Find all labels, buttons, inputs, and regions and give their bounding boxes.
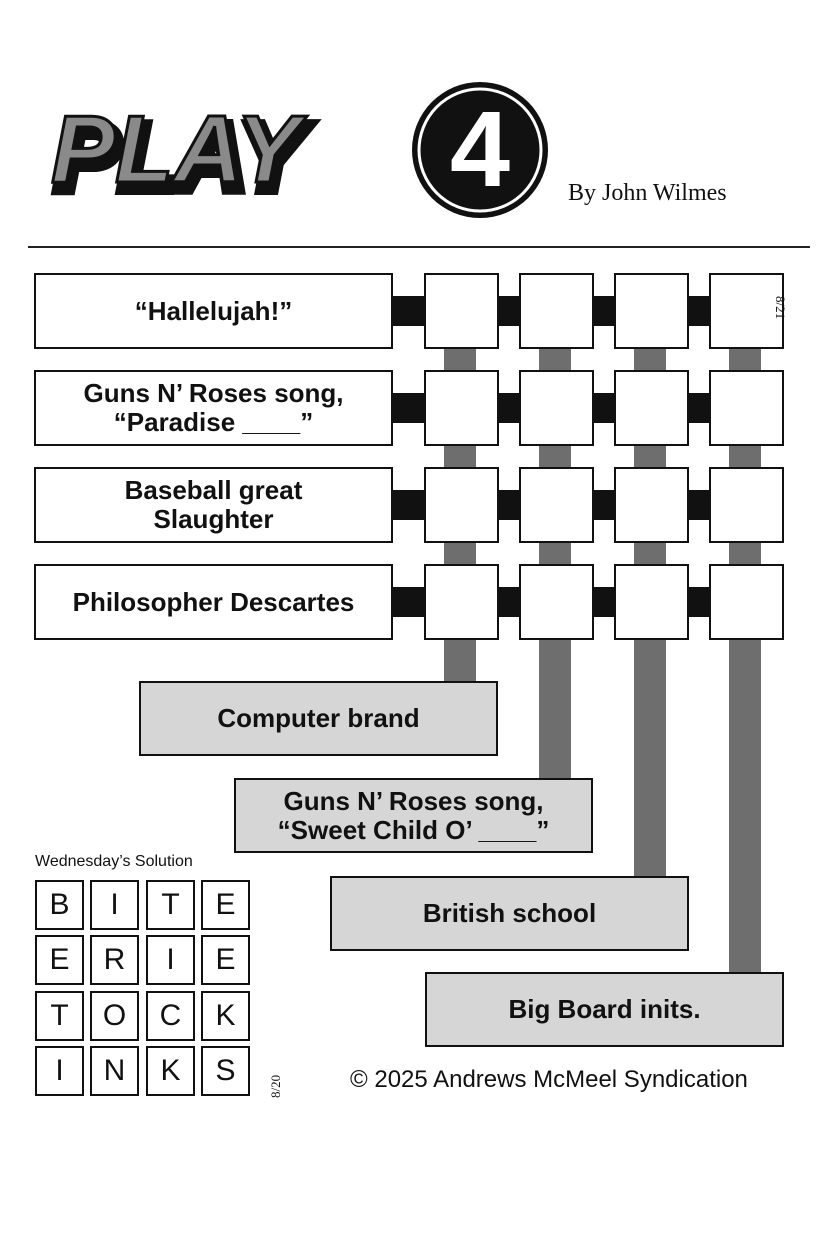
solution-cell: I [35, 1046, 84, 1096]
answer-cell[interactable] [614, 273, 689, 349]
answer-cell[interactable] [709, 564, 784, 640]
byline: By John Wilmes [568, 180, 727, 206]
clue-line: Guns N’ Roses song, [283, 785, 544, 816]
clue-line: Slaughter [153, 504, 274, 534]
down-clue: British school [330, 876, 689, 951]
svg-text:PLAY: PLAY [51, 96, 308, 203]
solution-cell: N [90, 1046, 139, 1096]
solution-cell: I [146, 935, 195, 985]
solution-cell: O [90, 991, 139, 1041]
puzzle-date: 8/21 [773, 296, 788, 320]
solution-cell: R [90, 935, 139, 985]
across-clue: “Hallelujah!” [34, 273, 393, 349]
solution-cell: C [146, 991, 195, 1041]
play4-logo: PLAY PLAY 4 [45, 78, 555, 233]
answer-cell[interactable] [424, 370, 499, 446]
clue-line: British school [422, 898, 597, 928]
answer-cell[interactable] [519, 564, 594, 640]
down-clue: Computer brand [139, 681, 498, 756]
answer-cell[interactable] [519, 370, 594, 446]
solution-cell: S [201, 1046, 250, 1096]
clue-line: “Sweet Child O’ ____” [277, 814, 550, 845]
answer-cell[interactable] [519, 467, 594, 543]
answer-cell[interactable] [424, 273, 499, 349]
clue-line: Guns N’ Roses song, [83, 378, 344, 408]
solution-cell: I [90, 880, 139, 930]
answer-cell[interactable] [424, 564, 499, 640]
down-clue: Guns N’ Roses song,“Sweet Child O’ ____” [234, 778, 593, 853]
answer-cell[interactable] [614, 370, 689, 446]
answer-cell[interactable] [709, 370, 784, 446]
solution-cell: K [146, 1046, 195, 1096]
solution-cell: T [146, 880, 195, 930]
clue-line: Philosopher Descartes [72, 586, 355, 617]
header-divider [28, 246, 810, 248]
solution-date: 8/20 [268, 1074, 283, 1098]
clue-line: “Paradise ____” [113, 407, 314, 437]
answer-cell[interactable] [709, 467, 784, 543]
clue-line: Baseball great [124, 475, 303, 505]
answer-cell[interactable] [614, 564, 689, 640]
copyright: © 2025 Andrews McMeel Syndication [350, 1066, 748, 1093]
solution-cell: B [35, 880, 84, 930]
answer-cell[interactable] [709, 273, 784, 349]
clue-line: Computer brand [217, 703, 420, 733]
answer-cell[interactable] [424, 467, 499, 543]
across-clue: Guns N’ Roses song,“Paradise ____” [34, 370, 393, 446]
across-clue: Philosopher Descartes [34, 564, 393, 640]
solution-cell: T [35, 991, 84, 1041]
svg-text:PLAY: PLAY [55, 104, 312, 211]
solution-cell: E [201, 935, 250, 985]
clue-line: Big Board inits. [508, 994, 701, 1024]
down-clue: Big Board inits. [425, 972, 784, 1047]
solution-cell: E [201, 880, 250, 930]
solution-cell: K [201, 991, 250, 1041]
answer-cell[interactable] [519, 273, 594, 349]
solution-cell: E [35, 935, 84, 985]
solution-title: Wednesday’s Solution [35, 853, 193, 870]
svg-text:4: 4 [450, 88, 510, 209]
clue-line: “Hallelujah!” [134, 295, 293, 326]
answer-cell[interactable] [614, 467, 689, 543]
